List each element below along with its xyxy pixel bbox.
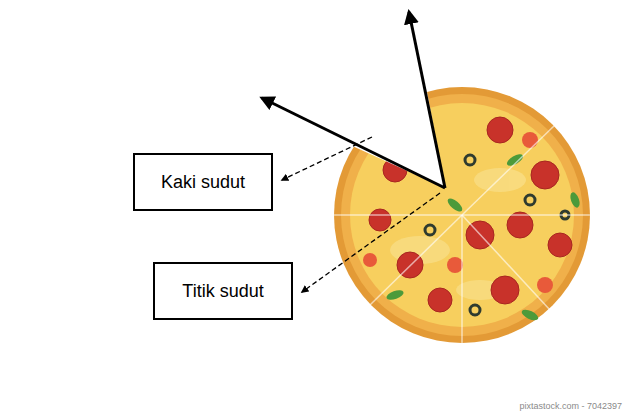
box-label: Kaki sudut [161, 172, 245, 193]
leader-lines [282, 137, 440, 292]
watermark: pixtastock.com - 7042397 [519, 401, 622, 411]
box-label: Titik sudut [182, 281, 263, 302]
label-box: Kaki sudut [133, 153, 273, 211]
label-box: Titik sudut [153, 262, 293, 320]
angle-arms [262, 12, 445, 188]
